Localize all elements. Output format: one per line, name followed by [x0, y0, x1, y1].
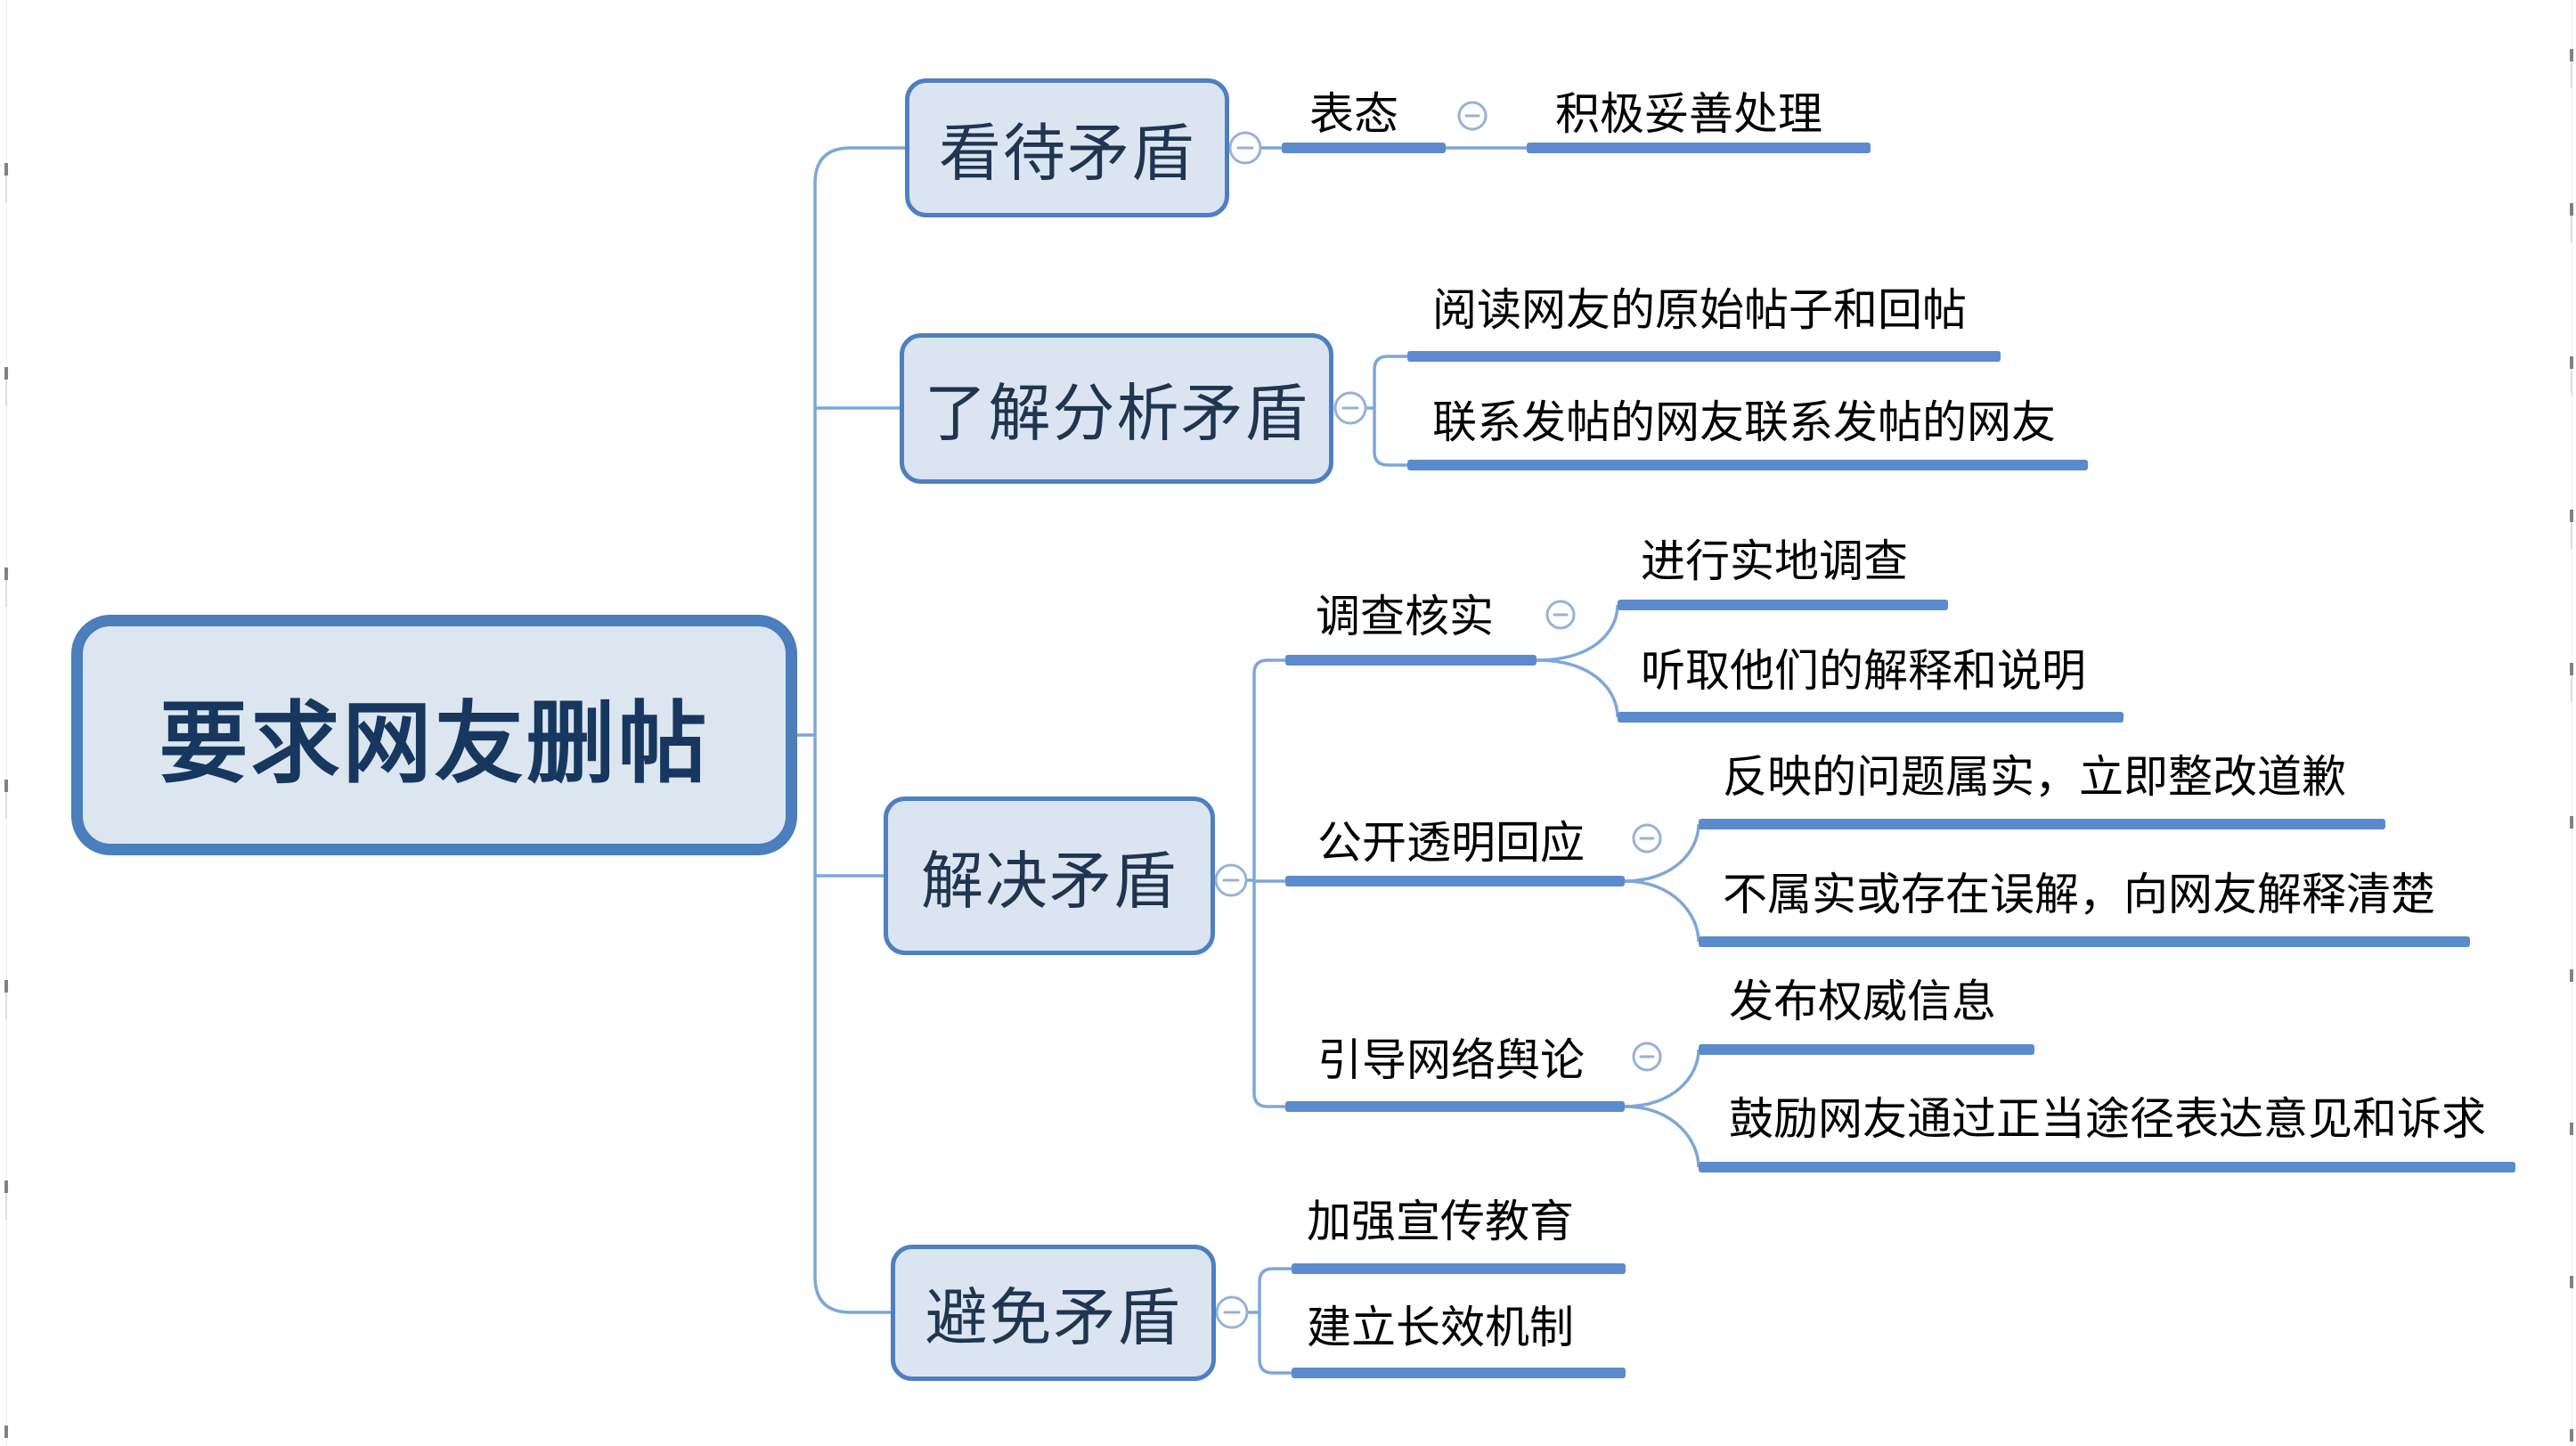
edge-tick	[4, 1426, 8, 1438]
edge-tick	[2570, 510, 2573, 522]
elbow-branch2	[1373, 355, 1407, 467]
edge-tick-tail	[2571, 369, 2572, 396]
main-topic-resolve-conflict[interactable]: 解决矛盾	[884, 797, 1215, 955]
underline-strengthen-education	[1292, 1263, 1626, 1274]
subtopic-encourage-legit-channels[interactable]: 鼓励网友通过正当途径表达意见和诉求	[1729, 1094, 2486, 1144]
edge-tick	[2570, 1123, 2573, 1135]
edge-tick-tail	[5, 1193, 7, 1220]
collapse-button-state-attitude[interactable]	[1457, 101, 1488, 131]
edge-tick	[2570, 49, 2573, 61]
left-edge-line	[6, 0, 7, 1446]
subtopic-state-attitude[interactable]: 表态	[1309, 89, 1398, 139]
main-topic-analyze-conflict[interactable]: 了解分析矛盾	[900, 333, 1333, 484]
underline-respond-openly	[1285, 876, 1625, 886]
collapse-button-analyze-conflict[interactable]	[1333, 391, 1367, 425]
underline-guide-opinion	[1285, 1101, 1625, 1112]
underline-longterm-mechanism	[1292, 1368, 1626, 1378]
underline-listen-explanations	[1618, 712, 2124, 723]
subtopic-untrue-explain[interactable]: 不属实或存在误解，向网友解释清楚	[1723, 870, 2435, 919]
subtopic-read-posts[interactable]: 阅读网友的原始帖子和回帖	[1432, 285, 1967, 335]
edge-tick	[2570, 1429, 2573, 1442]
edge-tick	[4, 980, 8, 993]
subtopic-release-authoritative-info[interactable]: 发布权威信息	[1729, 976, 1996, 1026]
subtopic-longterm-mechanism[interactable]: 建立长效机制	[1307, 1303, 1574, 1352]
underline-release-authoritative-info	[1699, 1044, 2034, 1055]
edge-tick-tail	[2571, 216, 2572, 242]
edge-tick	[2570, 356, 2573, 369]
edge-tick-tail	[5, 176, 7, 202]
subtopic-respond-openly[interactable]: 公开透明回应	[1317, 818, 1585, 868]
underline-field-investigation	[1618, 600, 1948, 610]
subtopic-contact-poster[interactable]: 联系发帖的网友联系发帖的网友	[1432, 397, 2056, 447]
subtopic-strengthen-education[interactable]: 加强宣传教育	[1307, 1197, 1574, 1246]
edge-tick	[2570, 1276, 2573, 1288]
collapse-button-view-conflict[interactable]	[1228, 131, 1262, 165]
edge-tick-tail	[2571, 61, 2572, 88]
collapse-button-resolve-conflict[interactable]	[1214, 863, 1248, 897]
edge-tick-tail	[2571, 675, 2572, 702]
edge-tick	[2570, 203, 2573, 216]
curve-guide-2	[1624, 1105, 1700, 1168]
collapse-button-avoid-conflict[interactable]	[1215, 1295, 1249, 1329]
edge-tick	[2570, 816, 2573, 829]
main-topic-avoid-conflict[interactable]: 避免矛盾	[891, 1245, 1216, 1381]
edge-tick-tail	[2571, 522, 2572, 549]
underline-read-posts	[1407, 351, 2001, 362]
subtopic-field-investigation[interactable]: 进行实地调查	[1641, 536, 1908, 586]
subtopic-investigate[interactable]: 调查核实	[1316, 592, 1494, 641]
underline-contact-poster	[1407, 460, 2088, 470]
main-topic-view-conflict[interactable]: 看待矛盾	[905, 78, 1229, 217]
curve-respond-2	[1624, 879, 1700, 943]
edge-tick-tail	[5, 580, 7, 607]
collapse-button-investigate[interactable]	[1545, 600, 1576, 630]
edge-tick	[4, 367, 8, 380]
underline-problem-true-apologize	[1699, 819, 2385, 829]
curve-respond-1	[1624, 823, 1700, 883]
underline-state-attitude	[1282, 143, 1446, 153]
edge-tick	[4, 1180, 8, 1193]
underline-encourage-legit-channels	[1699, 1162, 2515, 1172]
curve-guide-1	[1624, 1049, 1700, 1108]
elbow-branch4	[1258, 1267, 1292, 1375]
root-topic[interactable]: 要求网友删帖	[71, 615, 797, 855]
curve-investigate-1	[1536, 604, 1619, 662]
collapse-button-guide-opinion[interactable]	[1632, 1042, 1662, 1072]
underline-investigate	[1285, 655, 1537, 666]
edge-tick-tail	[5, 993, 7, 1019]
spine-branch3	[1252, 658, 1285, 1108]
underline-handle-properly	[1527, 143, 1871, 153]
edge-tick-tail	[5, 792, 7, 819]
subtopic-guide-opinion[interactable]: 引导网络舆论	[1317, 1035, 1585, 1085]
spine-main	[813, 146, 905, 1314]
subtopic-handle-properly[interactable]: 积极妥善处理	[1555, 89, 1822, 139]
curve-investigate-2	[1536, 658, 1619, 718]
edge-tick	[2570, 969, 2573, 982]
collapse-button-respond[interactable]	[1632, 823, 1662, 854]
edge-tick	[4, 163, 8, 176]
edge-tick	[4, 568, 8, 580]
edge-tick	[2570, 663, 2573, 675]
subtopic-problem-true-apologize[interactable]: 反映的问题属实，立即整改道歉	[1723, 752, 2346, 802]
underline-untrue-explain	[1699, 936, 2470, 947]
edge-tick-tail	[5, 380, 7, 406]
edge-tick	[4, 780, 8, 792]
subtopic-listen-explanations[interactable]: 听取他们的解释和说明	[1641, 646, 2086, 696]
